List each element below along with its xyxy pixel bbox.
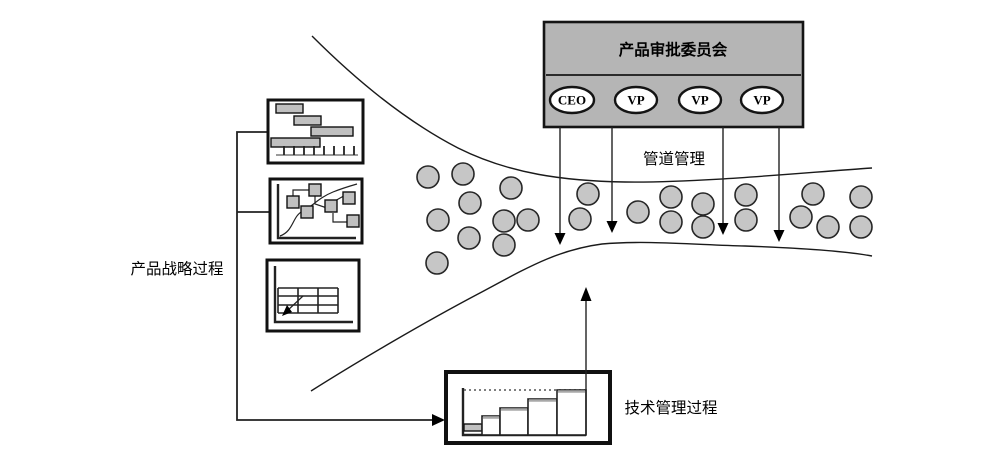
gantt-chart-icon	[266, 98, 365, 165]
ceo-label: CEO	[558, 93, 586, 108]
pipeline-dot	[451, 162, 475, 186]
vp1-oval	[613, 85, 659, 115]
pipeline-dot	[516, 208, 540, 232]
tech-to-funnel-arrow	[580, 287, 592, 435]
pipeline-dot	[816, 215, 840, 239]
technology-label: 技术管理过程	[624, 399, 717, 417]
pipeline-dot	[576, 182, 600, 206]
pipeline-dot	[734, 183, 758, 207]
committee-member-vp3: VP	[739, 85, 785, 115]
pipeline-dots	[416, 162, 873, 275]
pipeline-dot	[492, 209, 516, 233]
connector-line	[236, 131, 433, 421]
funnel-shape	[310, 35, 873, 392]
committee-arrowhead	[554, 233, 566, 245]
pipeline-dot	[659, 185, 683, 209]
strategy-label: 产品战略过程	[130, 260, 223, 278]
step-chart-icon	[444, 370, 612, 445]
committee-arrowhead	[606, 221, 618, 233]
pipeline-dot	[457, 226, 481, 250]
committee-title: 产品审批委员会	[619, 40, 728, 59]
pipeline-dot	[849, 185, 873, 209]
pipeline-dot	[789, 205, 813, 229]
strategy-connector	[236, 131, 445, 426]
committee-member-vp2: VP	[677, 85, 723, 115]
committee-box: 产品审批委员会 CEO VP VP VP	[542, 20, 805, 129]
pipeline-dot	[659, 210, 683, 234]
pipeline-label: 管道管理	[643, 150, 705, 168]
pipeline-dot	[426, 208, 450, 232]
committee-member-ceo: CEO	[548, 85, 596, 115]
committee-arrowhead	[717, 223, 729, 235]
funnel-lower-curve	[310, 241, 873, 392]
pipeline-dot	[458, 191, 482, 215]
pipeline-dot	[691, 215, 715, 239]
pipeline-dot	[568, 207, 592, 231]
committee-arrows	[554, 127, 785, 245]
pipeline-dot	[849, 215, 873, 239]
vp1-label: VP	[627, 93, 644, 108]
pipeline-dot	[734, 208, 758, 232]
roadmap-chart-icon	[268, 177, 364, 245]
pipeline-dot	[492, 233, 516, 257]
committee-member-vp1: VP	[613, 85, 659, 115]
pipeline-dot	[691, 192, 715, 216]
pipeline-dot	[499, 176, 523, 200]
matrix-chart-icon	[265, 258, 361, 333]
vp2-oval	[677, 85, 723, 115]
funnel-upper-curve	[311, 35, 873, 183]
pipeline-dot	[425, 251, 449, 275]
pipeline-dot	[416, 165, 440, 189]
arrowhead-to-tech-box	[432, 414, 445, 426]
vp2-label: VP	[691, 93, 708, 108]
pipeline-dot	[626, 200, 650, 224]
committee-arrowhead	[773, 230, 785, 242]
vp3-oval	[739, 85, 785, 115]
vp3-label: VP	[753, 93, 770, 108]
pipeline-dot	[801, 182, 825, 206]
ceo-oval	[548, 85, 596, 115]
